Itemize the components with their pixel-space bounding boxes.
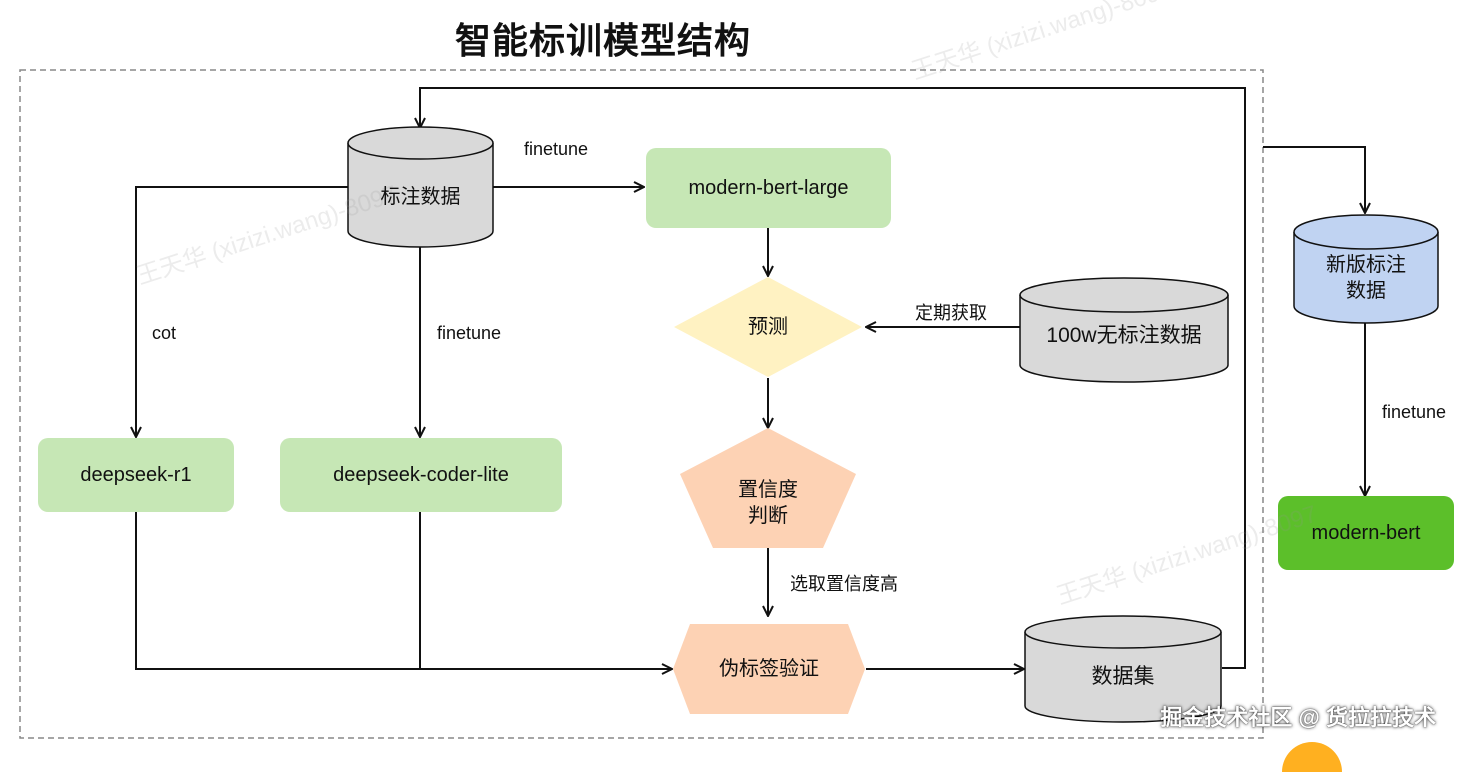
label-unlabeled-data: 100w无标注数据 (1046, 324, 1202, 348)
label-new-labeled-line1: 新版标注 (1326, 254, 1406, 276)
node-dataset (1024, 615, 1222, 723)
edge-dataset-loop (420, 87, 1246, 669)
label-deepseek-r1: deepseek-r1 (80, 464, 192, 486)
node-confidence (680, 428, 856, 548)
label-new-labeled-line2: 数据 (1346, 280, 1386, 302)
edge-label-select-high: 选取置信度高 (790, 574, 898, 594)
node-pseudo-label (673, 624, 865, 714)
edge-to-new-labeled (1263, 146, 1365, 213)
architecture-diagram (19, 69, 1454, 739)
edge-label-finetune-mid: finetune (437, 323, 502, 343)
edge-label-cot: cot (152, 323, 177, 343)
node-predict (674, 277, 862, 377)
label-modern-bert: modern-bert (1311, 522, 1421, 544)
edge-label-finetune-top: finetune (524, 139, 589, 159)
node-modern-bert-large (646, 148, 891, 228)
credit-watermark: 掘金技术社区 @ 货拉拉技术 (1160, 705, 1436, 730)
label-modern-bert-large: modern-bert-large (688, 177, 849, 199)
label-pseudo-label: 伪标签验证 (719, 658, 819, 680)
label-labeled-data: 标注数据 (380, 186, 461, 208)
label-dataset: 数据集 (1091, 665, 1155, 689)
node-modern-bert (1278, 496, 1454, 570)
edge-label-periodic: 定期获取 (915, 303, 987, 323)
edge-r1-to-pseudo (135, 512, 672, 669)
main-container (19, 69, 1264, 739)
node-deepseek-r1 (38, 438, 234, 512)
edges (135, 87, 1365, 669)
node-deepseek-coder-lite (280, 438, 562, 512)
label-confidence-line2: 判断 (748, 505, 788, 527)
label-deepseek-coder-lite: deepseek-coder-lite (333, 464, 509, 486)
node-labeled-data (347, 126, 494, 248)
node-unlabeled-data (1019, 277, 1229, 383)
label-predict: 预测 (748, 316, 788, 338)
page-title: 智能标训模型结构 (455, 20, 752, 61)
edge-cot (136, 186, 348, 437)
edge-label-finetune-right: finetune (1382, 402, 1447, 422)
label-confidence: 置信度 判断 (690, 468, 846, 538)
node-new-labeled-data (1293, 214, 1439, 324)
label-new-labeled-data: 新版标注 数据 (1294, 248, 1438, 308)
label-confidence-line1: 置信度 (738, 479, 798, 501)
